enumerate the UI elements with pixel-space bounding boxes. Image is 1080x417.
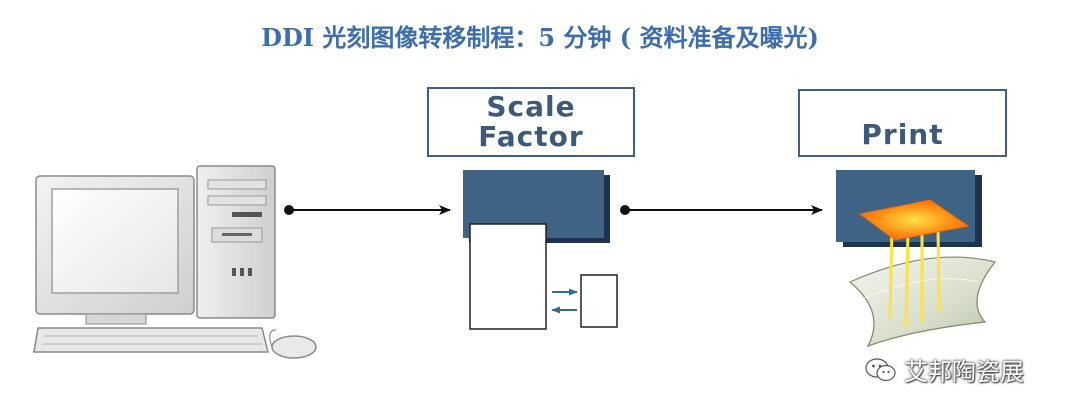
scale-factor-label-box: Scale Factor: [427, 87, 635, 157]
connector-scale-to-print: [620, 205, 823, 215]
scale-factor-label: Scale Factor: [478, 90, 584, 153]
print-exposure-icon: [836, 170, 997, 348]
print-label: Print: [861, 118, 944, 151]
connector-computer-to-scale: [284, 205, 451, 215]
desktop-computer-icon: [33, 165, 317, 359]
diagram-title: DDI 光刻图像转移制程：5 分钟 ( 资料准备及曝光): [261, 23, 819, 52]
scale-processor-icon: [463, 170, 618, 330]
wechat-icon: [865, 357, 896, 381]
watermark: 艾邦陶瓷展: [864, 352, 1024, 387]
watermark-text: 艾邦陶瓷展: [904, 358, 1024, 386]
print-label-box: Print: [798, 89, 1007, 157]
